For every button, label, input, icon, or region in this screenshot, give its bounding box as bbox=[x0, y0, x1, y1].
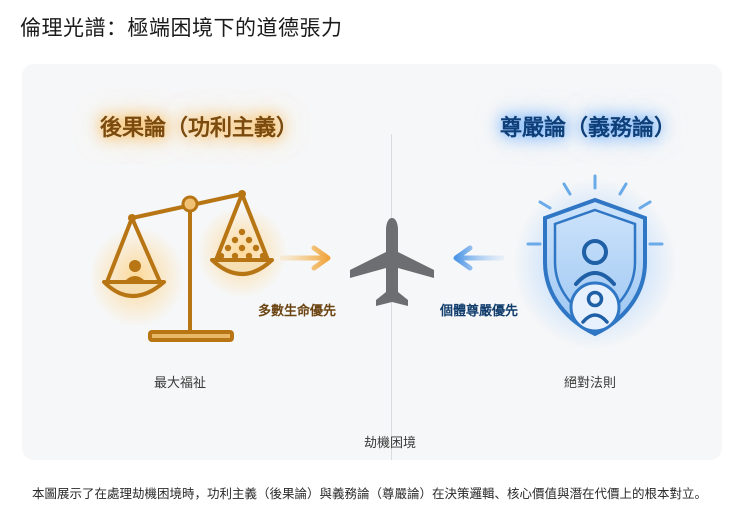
majority-lives-label: 多數生命優先 bbox=[258, 304, 337, 319]
diagram-panel: 後果論（功利主義） 尊嚴論（義務論） bbox=[22, 64, 722, 460]
balance-scale-icon bbox=[92, 190, 287, 342]
greatest-welfare-caption: 最大福祉 bbox=[154, 376, 207, 391]
deontology-heading: 尊嚴論（義務論） bbox=[500, 116, 677, 141]
arrow-left-icon bbox=[453, 245, 504, 271]
footnote: 本圖展示了在處理劫機困境時，功利主義（後果論）與義務論（尊嚴論）在決策邏輯、核心… bbox=[32, 486, 708, 501]
hijacking-dilemma-caption: 劫機困境 bbox=[364, 436, 417, 451]
arrow-right-icon bbox=[280, 245, 331, 271]
absolute-law-caption: 絕對法則 bbox=[564, 376, 617, 391]
individual-dignity-label: 個體尊嚴優先 bbox=[440, 304, 519, 319]
airplane-icon bbox=[350, 218, 434, 306]
page-title: 倫理光譜：極端困境下的道德張力 bbox=[20, 16, 343, 40]
consequentialism-heading: 後果論（功利主義） bbox=[100, 116, 299, 141]
shield-person-icon bbox=[513, 174, 677, 350]
